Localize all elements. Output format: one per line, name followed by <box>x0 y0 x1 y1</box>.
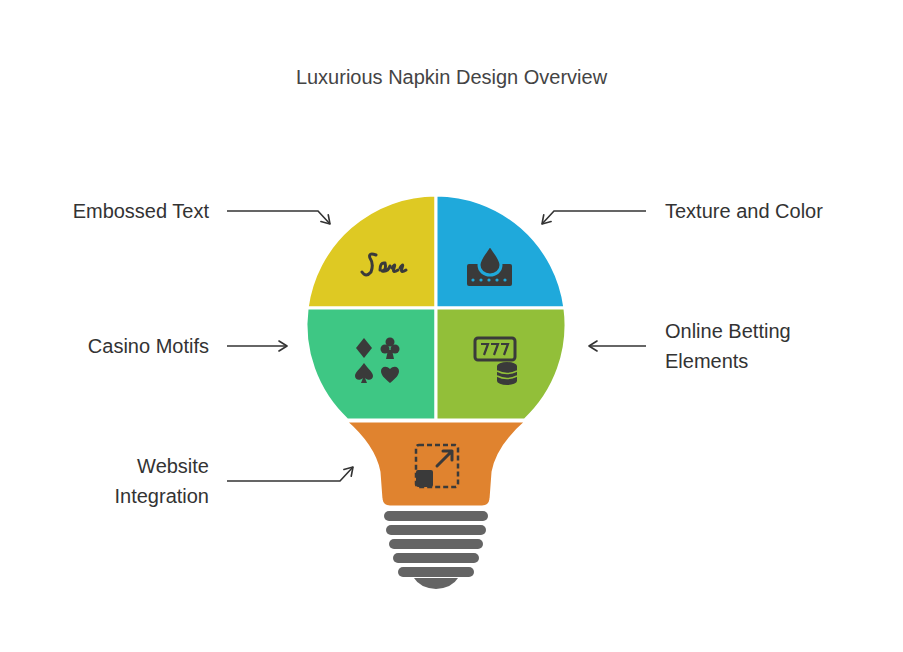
slot-machine-icon <box>475 338 517 385</box>
bulb-neck <box>345 421 527 507</box>
base-thread <box>398 567 474 577</box>
callout-label: Online Betting Elements <box>665 316 840 376</box>
base-thread <box>384 511 488 521</box>
leader-arrows <box>227 211 646 481</box>
diagram-title: Luxurious Napkin Design Overview <box>0 62 903 92</box>
leader-arrow <box>227 211 330 224</box>
callout-label: Casino Motifs <box>9 331 209 361</box>
callout-label: Website Integration <box>84 451 209 511</box>
base-thread <box>389 539 483 549</box>
callout-label: Texture and Color <box>665 196 895 226</box>
base-thread <box>393 553 479 563</box>
bulb-segment <box>436 308 566 420</box>
sass-icon <box>362 254 406 275</box>
drop-icon <box>467 245 512 286</box>
bulb-segment <box>436 195 565 308</box>
card-suits-icon <box>355 338 400 384</box>
base-tip <box>414 578 458 589</box>
leader-arrow <box>227 345 287 347</box>
base-thread <box>386 525 486 535</box>
bulb-segment <box>306 308 436 420</box>
bulb-segment <box>307 195 436 308</box>
expand-icon <box>416 445 458 487</box>
bulb-base <box>384 511 488 589</box>
leader-arrow <box>589 345 646 347</box>
leader-arrow <box>227 467 353 481</box>
callout-label: Embossed Text <box>9 196 209 226</box>
leader-arrow <box>542 211 646 224</box>
